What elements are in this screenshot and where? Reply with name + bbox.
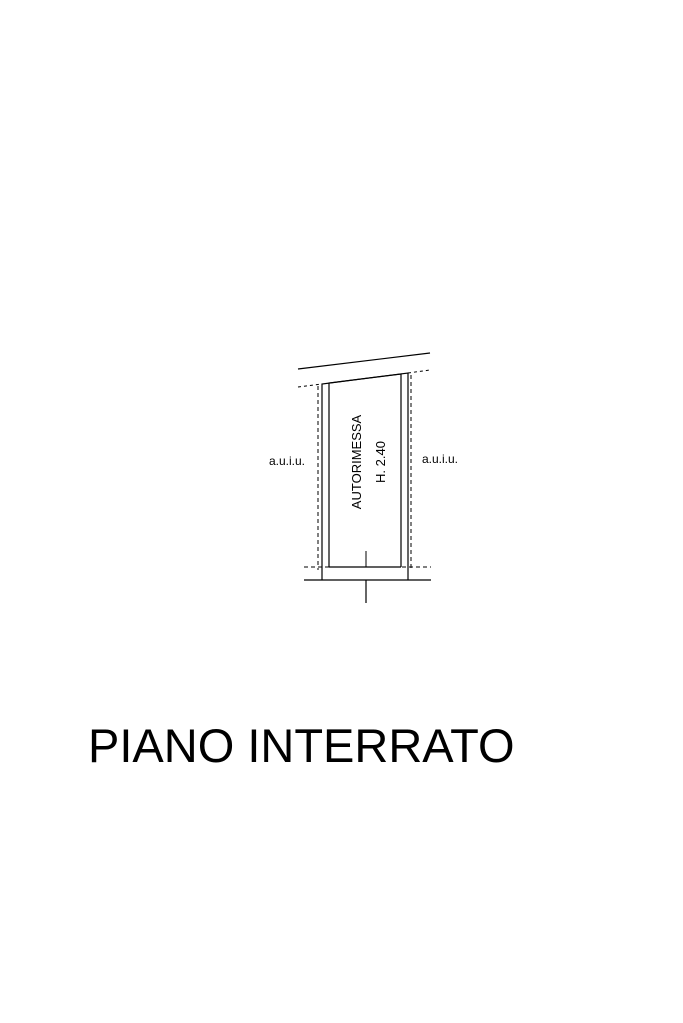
room-name-label: AUTORIMESSA <box>349 414 364 509</box>
garage-inner-wall <box>328 373 402 567</box>
right-neighbor-label: a.u.i.u. <box>422 452 458 466</box>
room-height-label: H. 2.40 <box>373 441 388 483</box>
top-boundary-dashed-left <box>297 383 323 388</box>
floor-title: PIANO INTERRATO <box>88 719 515 772</box>
top-boundary-line <box>297 352 431 370</box>
top-boundary-dashed-right <box>407 369 431 374</box>
garage-outer-wall <box>321 372 409 580</box>
left-neighbor-label: a.u.i.u. <box>269 454 305 468</box>
